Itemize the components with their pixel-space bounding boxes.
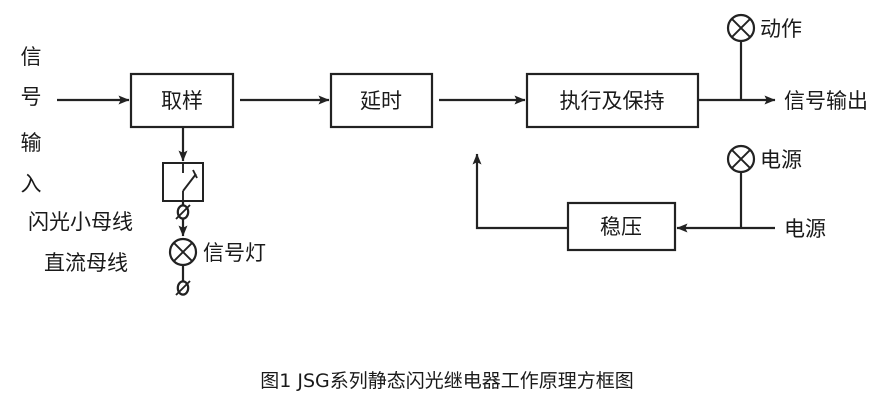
block-regulator-label: 稳压	[600, 215, 642, 239]
flash-bus-terminal	[175, 201, 191, 237]
dc-bus-label: 直流母线	[44, 251, 128, 275]
block-regulator-rect	[566, 201, 677, 252]
power-lamp-label: 电源	[760, 148, 802, 172]
block-sampling-label: 取样	[161, 89, 203, 113]
input-label-vertical: 信 号 输 入	[21, 45, 42, 196]
input-label-char-4: 入	[21, 172, 42, 196]
power-lamp: 电源	[726, 144, 802, 174]
input-label-char-3: 输	[21, 131, 42, 155]
block-execute-hold-label: 执行及保持	[560, 89, 665, 113]
block-delay-rect	[329, 72, 434, 129]
flash-bus-terminal-slash	[175, 204, 191, 220]
flash-bus-label: 闪光小母线	[28, 210, 133, 234]
signal-output-label: 信号输出	[784, 89, 868, 113]
figure-caption: 图1 JSG系列静态闪光继电器工作原理方框图	[260, 370, 634, 392]
block-delay-label: 延时	[360, 89, 402, 113]
input-label-char-2: 号	[21, 85, 42, 109]
block-execute-hold-rect	[525, 72, 700, 129]
block-delay: 延时	[329, 72, 434, 129]
action-lamp: 动作	[726, 13, 802, 43]
dc-bus-terminal-slash	[175, 280, 191, 296]
relay-contact-symbol	[162, 162, 204, 202]
relay-contact-hook	[192, 169, 198, 179]
feedback-path-regulator-to-execute	[472, 153, 568, 230]
signal-lamp: 信号灯	[168, 237, 266, 267]
block-execute-hold: 执行及保持	[525, 72, 700, 129]
block-regulator: 稳压	[566, 201, 677, 252]
signal-lamp-label: 信号灯	[203, 241, 266, 265]
block-sampling: 取样	[129, 72, 235, 129]
relay-contact-blade	[182, 173, 197, 192]
signal-lamp-cross-b	[173, 242, 193, 262]
action-lamp-label: 动作	[760, 17, 802, 41]
power-input-label: 电源	[784, 217, 826, 241]
power-lamp-cross-b	[731, 149, 751, 169]
dc-bus-terminal	[175, 265, 191, 296]
action-lamp-cross-b	[731, 18, 751, 38]
input-label-char-1: 信	[21, 45, 42, 69]
